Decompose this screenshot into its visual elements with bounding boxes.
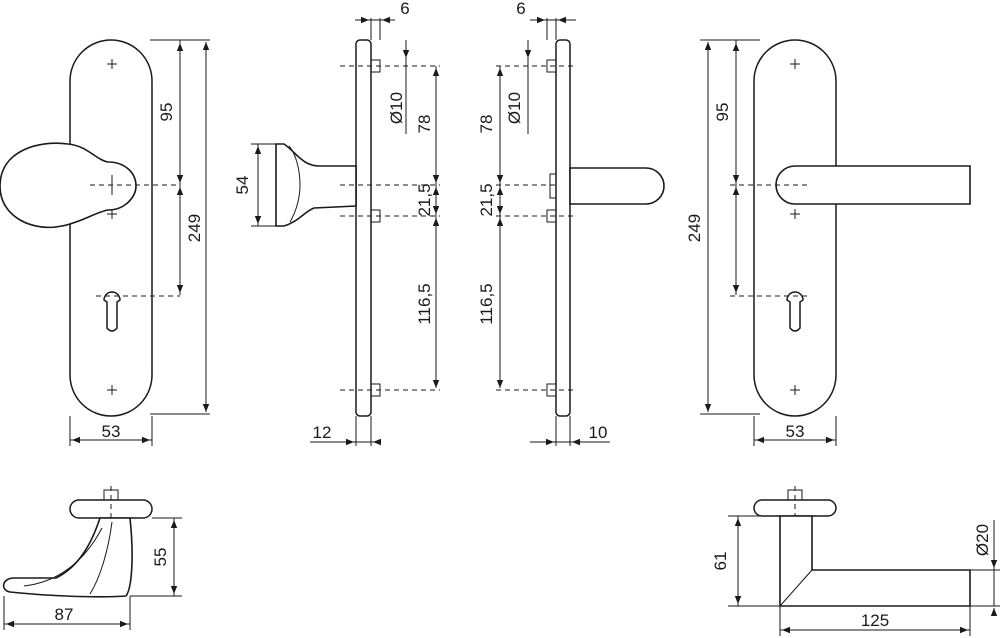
dim-side-left-knob-height: 54 [233, 176, 252, 195]
dim-side-left-projection: 12 [313, 423, 332, 442]
dim-side-right-offset: 6 [516, 0, 525, 18]
dim-lever-top-diameter: Ø20 [973, 524, 992, 556]
dim-lever-top-height: 61 [711, 552, 730, 571]
dim-side-right-projection: 10 [589, 423, 608, 442]
dim-knob-top-length: 87 [55, 605, 74, 624]
top-view-knob [2, 486, 182, 630]
dim-side-left-seg2: 21,5 [415, 183, 434, 216]
dim-front-left-axis: 95 [157, 103, 176, 122]
top-view-lever [728, 486, 1000, 636]
dim-side-right-seg3: 116,5 [477, 283, 496, 324]
dim-front-right-width: 53 [786, 422, 805, 441]
side-view-knob [251, 16, 440, 446]
dim-side-right-seg2: 21,5 [477, 183, 496, 216]
dim-lever-top-length: 125 [861, 611, 889, 630]
dim-front-right-axis: 95 [713, 103, 732, 122]
dim-side-left-offset: 6 [400, 0, 409, 18]
dim-side-right-seg1: 78 [477, 115, 496, 134]
dim-side-left-hole: Ø10 [387, 92, 406, 124]
dim-front-right-height: 249 [685, 214, 704, 242]
front-view-knob-plate [0, 39, 210, 446]
dim-side-left-seg1: 78 [415, 115, 434, 134]
dim-knob-top-height: 55 [151, 548, 170, 567]
dim-side-left-seg3: 116,5 [415, 283, 434, 324]
dim-front-left-width: 53 [102, 422, 121, 441]
dim-side-right-hole: Ø10 [505, 92, 524, 124]
side-view-lever [496, 16, 665, 446]
front-view-lever-plate [700, 39, 971, 446]
dim-front-left-height: 249 [185, 214, 204, 242]
